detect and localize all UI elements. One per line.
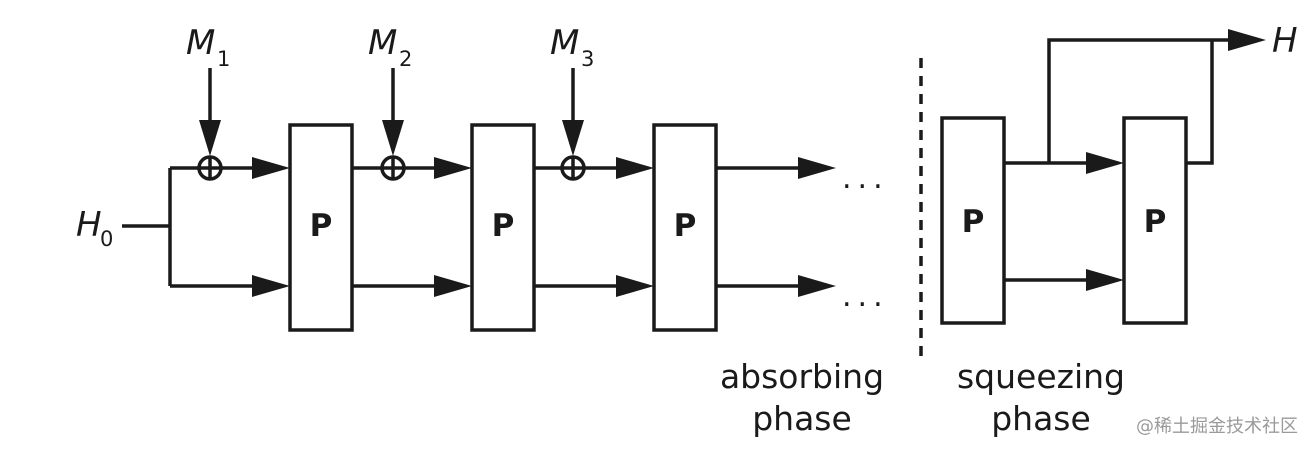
xor-icon — [380, 155, 406, 181]
arrow-icon — [434, 157, 472, 179]
ellipsis-top: ... — [842, 161, 889, 196]
message-symbol: M — [368, 23, 397, 63]
arrow-icon — [252, 275, 290, 297]
output-symbol: H — [1272, 21, 1298, 61]
permutation-box-1 — [288, 123, 354, 332]
arrow-down-icon — [562, 120, 584, 156]
initial-state-subscript: 0 — [100, 227, 113, 251]
arrow-icon — [616, 157, 654, 179]
message-symbol: M — [550, 23, 579, 63]
permutation-label: P — [674, 208, 697, 244]
arrow-icon — [798, 275, 836, 297]
ellipsis-bottom: ... — [842, 279, 889, 314]
arrow-icon — [1086, 269, 1124, 291]
permutation-box-4 — [940, 116, 1006, 325]
svg-text:phase: phase — [991, 399, 1091, 438]
permutation-box-5 — [1122, 116, 1188, 325]
message-label-2: M 2 — [368, 23, 412, 71]
permutation-label: P — [310, 208, 333, 244]
message-label-1: M 1 — [186, 23, 230, 71]
permutation-box-2 — [470, 123, 536, 332]
permutation-box-3 — [652, 123, 718, 332]
svg-text:squeezing: squeezing — [957, 357, 1125, 396]
message-subscript: 1 — [217, 47, 230, 71]
message-subscript: 2 — [399, 47, 412, 71]
arrow-icon — [434, 275, 472, 297]
arrow-icon — [1228, 29, 1266, 51]
arrow-icon — [1086, 152, 1124, 174]
arrow-down-icon — [382, 120, 404, 156]
svg-text:phase: phase — [752, 399, 852, 438]
svg-text:absorbing: absorbing — [720, 357, 884, 396]
xor-icon — [197, 155, 223, 181]
message-label-3: M 3 — [550, 23, 594, 71]
initial-state-symbol: H — [76, 205, 102, 245]
output-line-2 — [1186, 40, 1214, 165]
permutation-label: P — [1144, 204, 1167, 240]
message-symbol: M — [186, 23, 215, 63]
absorbing-phase-label: absorbing phase — [720, 357, 884, 438]
permutation-label: P — [492, 208, 515, 244]
message-subscript: 3 — [581, 47, 594, 71]
initial-state-label: H 0 — [76, 205, 113, 251]
arrow-icon — [252, 157, 290, 179]
xor-icon — [560, 155, 586, 181]
arrow-down-icon — [199, 120, 221, 156]
squeezing-phase-label: squeezing phase — [957, 357, 1125, 438]
output-line-1 — [1047, 38, 1228, 163]
arrow-icon — [616, 275, 654, 297]
watermark-text: @稀土掘金技术社区 — [1136, 416, 1298, 437]
arrow-icon — [798, 157, 836, 179]
permutation-label: P — [962, 204, 985, 240]
